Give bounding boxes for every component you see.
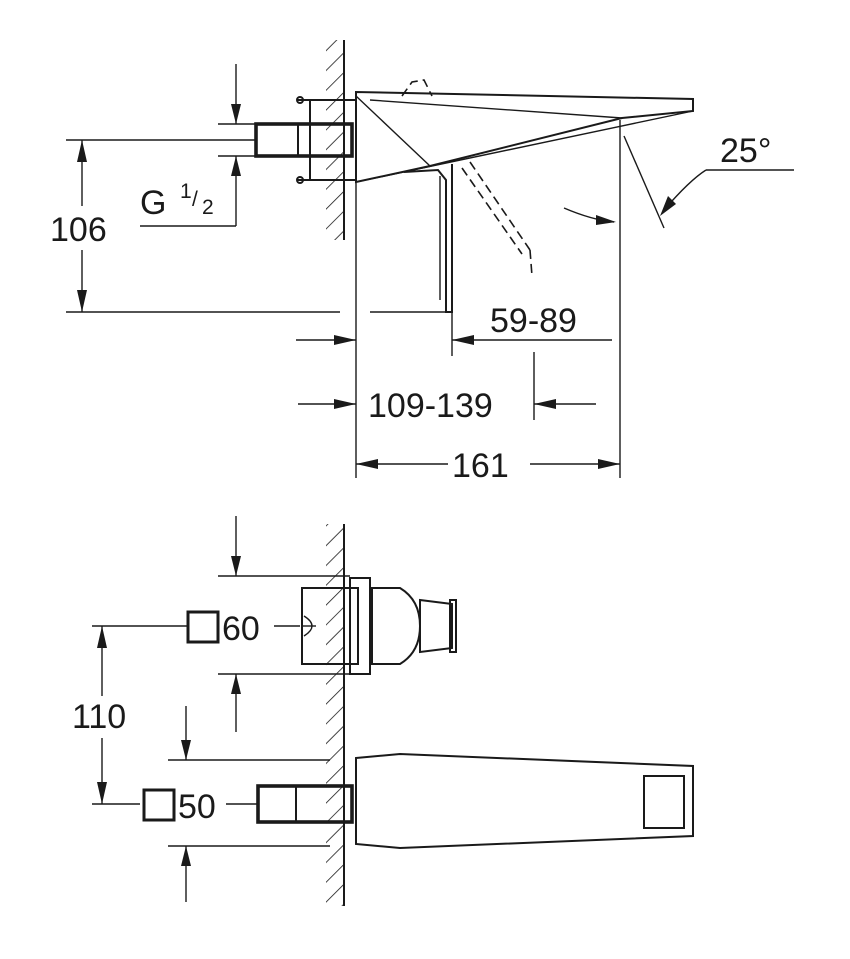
lever-side <box>403 164 453 313</box>
thread-fraction-denominator: 2 <box>202 196 214 219</box>
projection-mid-dimension <box>298 399 596 409</box>
height-dimension <box>66 139 446 313</box>
angle-label: 25° <box>720 132 771 170</box>
top-view: 60 110 50 <box>72 516 694 906</box>
projection-total-dimension <box>356 120 621 478</box>
projection-inner-label: 59-89 <box>490 302 577 340</box>
square-lower-label: 50 <box>178 788 216 826</box>
projection-mid-label: 109-139 <box>368 387 493 425</box>
height-dim-label: 106 <box>50 211 107 249</box>
wall-section-lower <box>326 524 345 906</box>
spout-side <box>355 90 694 184</box>
thread-fraction-slash: / <box>192 188 198 211</box>
projection-total-label: 161 <box>452 447 509 485</box>
thread-fraction-numerator: 1 <box>180 180 192 203</box>
wall-section-upper <box>326 40 345 240</box>
square-symbol-lower <box>142 788 176 822</box>
thread-dimension <box>140 64 256 227</box>
thread-label: G <box>140 184 166 222</box>
spacing-label: 110 <box>72 698 126 736</box>
angle-dimension <box>563 135 794 229</box>
square-symbol-upper <box>186 610 220 644</box>
projection-inner-dimension <box>296 312 612 420</box>
handle-square-dimension <box>218 516 350 732</box>
side-view: G 1 / 2 106 59-89 <box>50 40 794 485</box>
spacing-dimension <box>92 625 188 805</box>
square-upper-label: 60 <box>222 610 260 648</box>
handle-top <box>301 577 457 675</box>
spout-square-dimension <box>168 706 330 902</box>
lever-alt-positions <box>401 79 533 277</box>
spout-top <box>256 752 694 850</box>
